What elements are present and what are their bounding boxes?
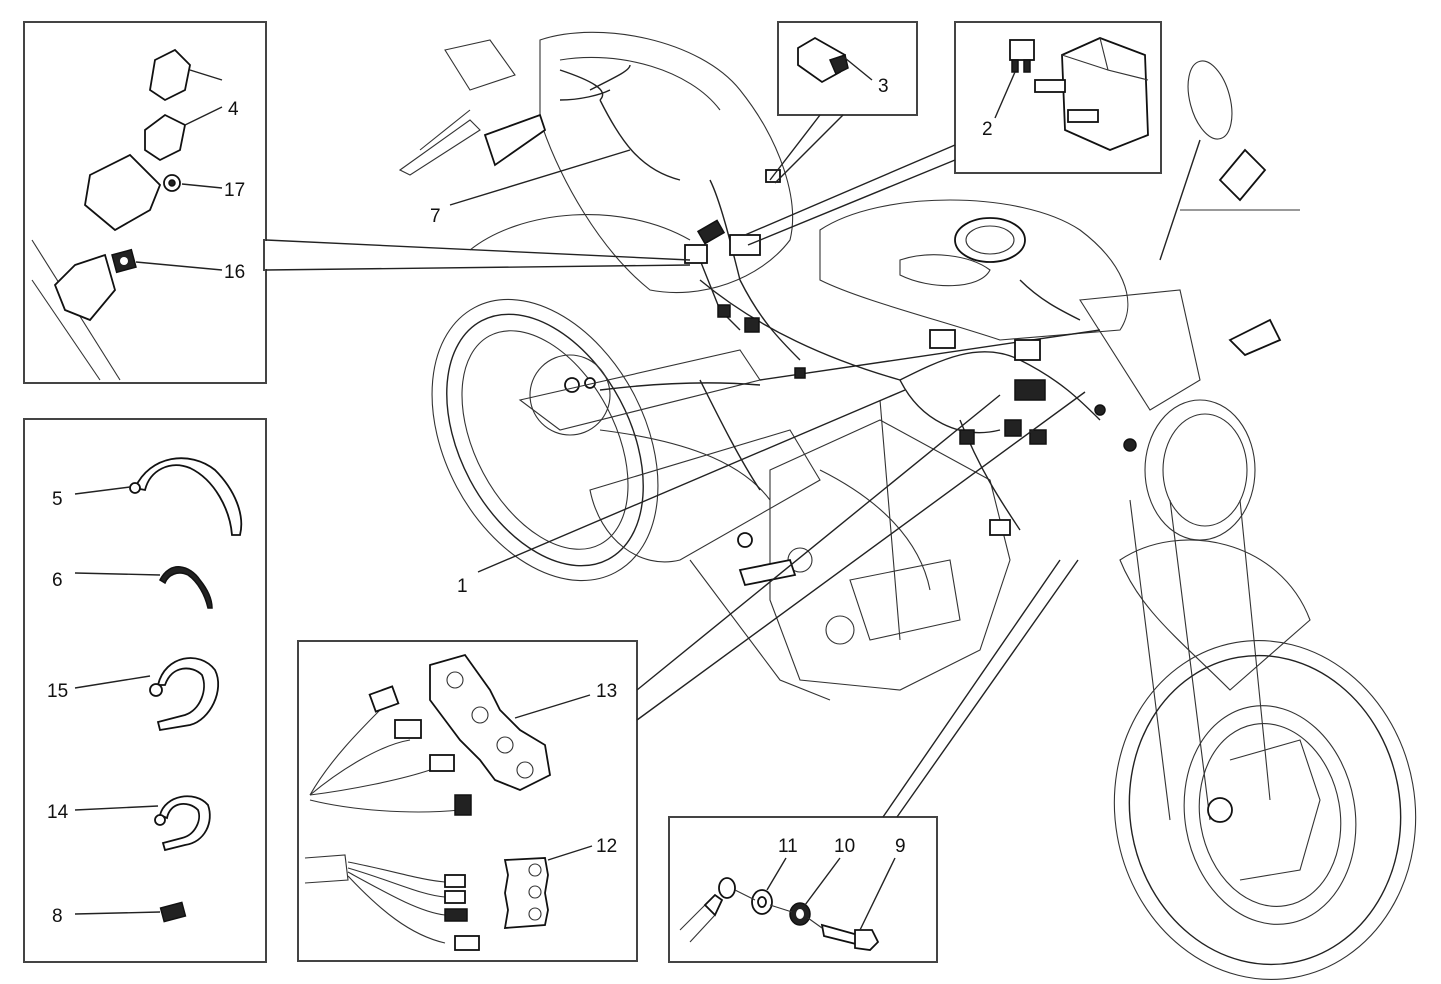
callout-3: 3 <box>878 76 889 97</box>
callout-15: 15 <box>47 681 68 702</box>
callout-13: 13 <box>596 681 617 702</box>
fuse-box-detail-box: 2 <box>954 21 1162 174</box>
connector-holders-detail-box: 13 12 <box>297 640 638 962</box>
callout-2: 2 <box>982 119 993 140</box>
relay-detail-box: 4 17 16 <box>23 21 267 384</box>
callout-11: 11 <box>778 836 798 857</box>
connector-detail-box: 3 <box>777 21 918 116</box>
ground-bolt-detail-box: 11 10 9 <box>668 816 938 963</box>
callout-1: 1 <box>457 576 468 597</box>
clips-detail-box: 5 6 15 14 8 <box>23 418 267 963</box>
callout-8: 8 <box>52 906 63 927</box>
callout-12: 12 <box>596 836 617 857</box>
callout-14: 14 <box>47 802 69 823</box>
callout-4: 4 <box>228 99 239 120</box>
callout-10: 10 <box>834 836 855 857</box>
motorcycle-illustration <box>398 31 1417 980</box>
callout-5: 5 <box>52 489 63 510</box>
callout-17: 17 <box>224 180 245 201</box>
callout-16: 16 <box>224 262 245 283</box>
callout-6: 6 <box>52 570 63 591</box>
callout-7: 7 <box>430 206 441 227</box>
callout-9: 9 <box>895 836 906 857</box>
